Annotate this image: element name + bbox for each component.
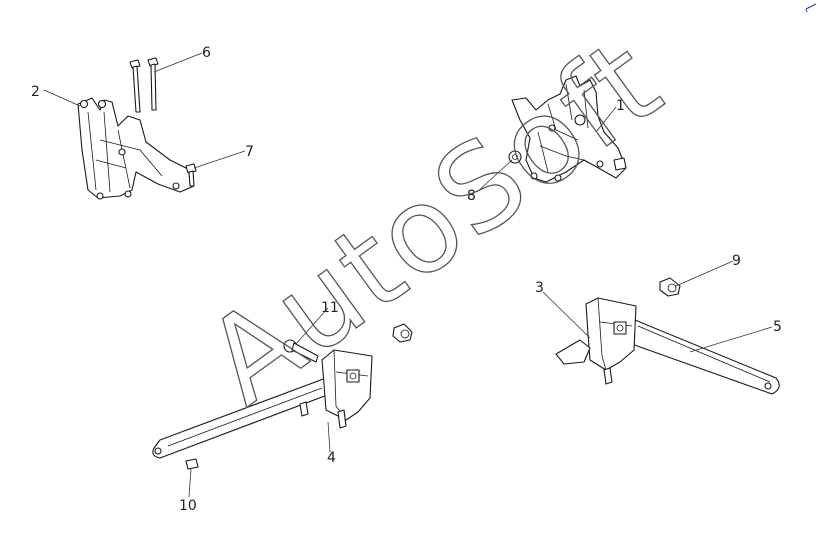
callout-6: 6	[202, 45, 211, 61]
nut-9	[659, 277, 681, 297]
bolt-7	[185, 163, 197, 187]
bolt-6-left	[129, 59, 141, 113]
callout-10: 10	[179, 498, 197, 514]
leader-lines	[43, 52, 773, 498]
callout-1: 1	[616, 98, 625, 114]
bolt-6-right	[147, 57, 159, 111]
callout-11: 11	[321, 300, 339, 316]
callout-2: 2	[31, 84, 40, 100]
callout-4: 4	[327, 450, 336, 466]
callout-7: 7	[245, 144, 254, 160]
callout-3: 3	[535, 280, 544, 296]
rail-left	[152, 377, 331, 459]
callout-5: 5	[773, 319, 782, 335]
bushing-11	[392, 323, 413, 343]
bracket-right	[511, 75, 627, 183]
nut-10	[185, 458, 199, 470]
callout-8: 8	[467, 188, 476, 204]
mount-right	[555, 297, 637, 385]
bolt-11	[283, 339, 319, 363]
rail-right	[625, 317, 780, 395]
mount-left	[299, 349, 373, 429]
callout-9: 9	[732, 253, 741, 269]
bracket-left	[77, 97, 195, 200]
corner-mark	[805, 3, 817, 13]
